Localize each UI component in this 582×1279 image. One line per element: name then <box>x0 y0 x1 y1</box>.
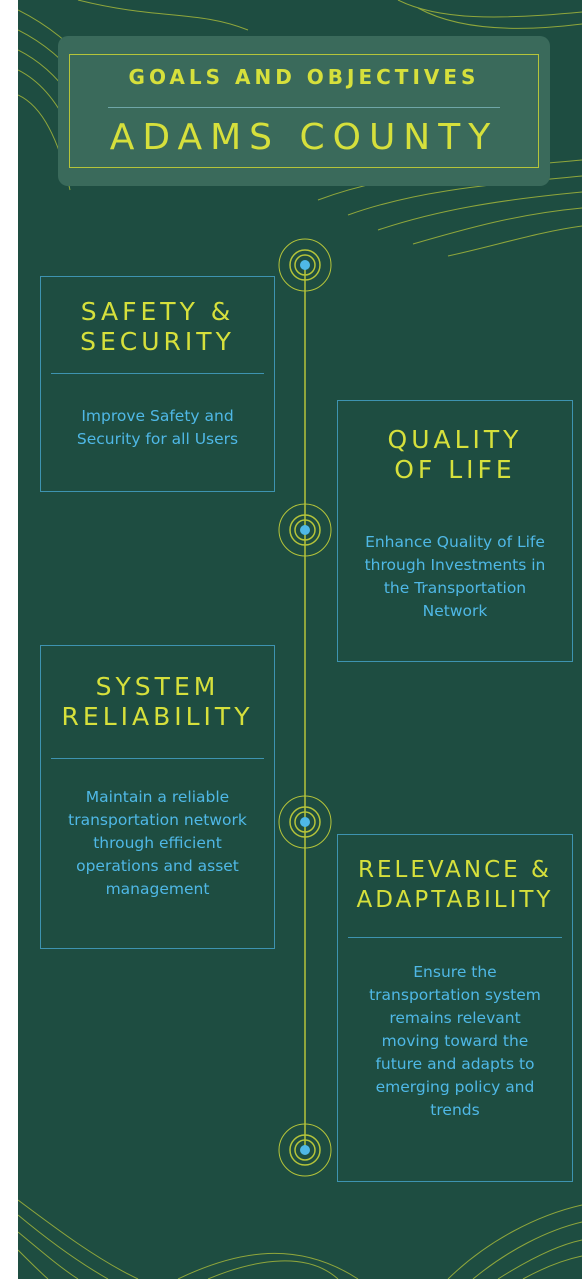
goal-card-reliability: SYSTEM RELIABILITY Maintain a reliable t… <box>40 645 275 949</box>
goal-divider <box>348 937 562 938</box>
decorative-background <box>18 0 582 1279</box>
goal-description: Maintain a reliable transportation netwo… <box>68 788 247 898</box>
header-frame: GOALS AND OBJECTIVES ADAMS COUNTY <box>69 54 539 168</box>
contour-lines-bottom <box>18 1199 582 1279</box>
infographic-poster: GOALS AND OBJECTIVES ADAMS COUNTY SAFETY… <box>18 0 582 1279</box>
goal-description: Enhance Quality of Life through Investme… <box>364 533 546 620</box>
goal-description: Ensure the transportation system remains… <box>369 963 541 1119</box>
goal-title: QUALITY OF LIFE <box>387 425 523 484</box>
timeline-node-2 <box>278 503 332 557</box>
goal-title: SYSTEM RELIABILITY <box>61 672 254 731</box>
header-subtitle: GOALS AND OBJECTIVES <box>128 65 480 89</box>
goal-card-relevance: RELEVANCE & ADAPTABILITY Ensure the tran… <box>337 834 573 1182</box>
timeline-node-4 <box>278 1123 332 1177</box>
timeline-node-3 <box>278 795 332 849</box>
goal-description: Improve Safety and Security for all User… <box>76 407 239 448</box>
goal-card-quality: QUALITY OF LIFE Enhance Quality of Life … <box>337 400 573 662</box>
page-title: ADAMS COUNTY <box>109 117 499 158</box>
goal-divider <box>51 758 264 759</box>
goal-title: SAFETY & SECURITY <box>80 297 235 356</box>
header-panel <box>58 36 550 186</box>
goal-title: RELEVANCE & ADAPTABILITY <box>356 857 554 913</box>
goal-card-safety: SAFETY & SECURITY Improve Safety and Sec… <box>40 276 275 492</box>
timeline-node-1 <box>278 238 332 292</box>
header-divider <box>108 107 500 108</box>
goal-divider <box>51 373 264 374</box>
